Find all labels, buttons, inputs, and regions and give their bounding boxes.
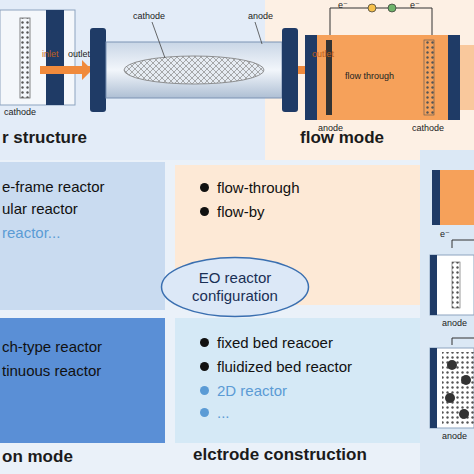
- port-label: inlet: [42, 50, 59, 59]
- part-label: anode: [442, 432, 467, 441]
- electron-label: e⁻: [440, 230, 450, 239]
- category-panel: ch-type reactortinuous reactoron mode: [0, 318, 165, 443]
- list-item: flow-through: [217, 179, 300, 196]
- bullet-dot: [200, 386, 209, 395]
- panel-ground: [0, 160, 420, 474]
- bullet-dot: [200, 408, 209, 417]
- flow-ground: [265, 0, 474, 160]
- bullet-dot: [200, 183, 209, 192]
- bullet-dot: [200, 362, 209, 371]
- electrode-ground: [420, 150, 474, 474]
- part-label: cathode: [4, 108, 36, 117]
- category-panel: r structuree-frame reactorular reactorre…: [0, 162, 165, 310]
- list-item: e-frame reactor: [2, 178, 105, 195]
- port-label: outlet: [68, 50, 90, 59]
- list-item: ...: [217, 404, 230, 421]
- list-item: fixed bed reacoer: [217, 334, 333, 351]
- bullet-dot: [200, 207, 209, 216]
- flow-label: flow through: [345, 72, 394, 81]
- part-label: anode: [442, 319, 467, 328]
- electrode-figures: [430, 170, 474, 428]
- list-item: flow-by: [217, 203, 265, 220]
- section-heading: on mode: [2, 447, 73, 467]
- list-item: tinuous reactor: [2, 362, 101, 379]
- part-label: anode: [318, 124, 343, 133]
- list-item: ular reactor: [2, 200, 78, 217]
- port-label: outlet: [312, 50, 334, 59]
- section-heading: r structure: [2, 128, 87, 148]
- electron-label: e⁻: [338, 1, 348, 10]
- plate-frame-figure: [0, 10, 104, 105]
- list-item: 2D reactor: [217, 382, 287, 399]
- center-ellipse: EO reactor configuration: [160, 256, 310, 318]
- center-label: EO reactor configuration: [175, 269, 295, 305]
- electron-label: e⁻: [410, 1, 420, 10]
- list-item: fluidized bed reactor: [217, 358, 352, 375]
- tubular-figure: [40, 22, 348, 112]
- list-item: reactor...: [2, 224, 60, 241]
- part-label: anode: [248, 12, 273, 21]
- bullet-dot: [200, 338, 209, 347]
- flow-through-figure: [305, 4, 474, 120]
- part-label: cathode: [133, 12, 165, 21]
- category-panel: fixed bed reacoer fluidized bed reactor 2D…: [175, 318, 420, 443]
- part-label: cathode: [412, 124, 444, 133]
- section-heading: elctrode construction: [193, 445, 367, 465]
- list-item: ch-type reactor: [2, 338, 102, 355]
